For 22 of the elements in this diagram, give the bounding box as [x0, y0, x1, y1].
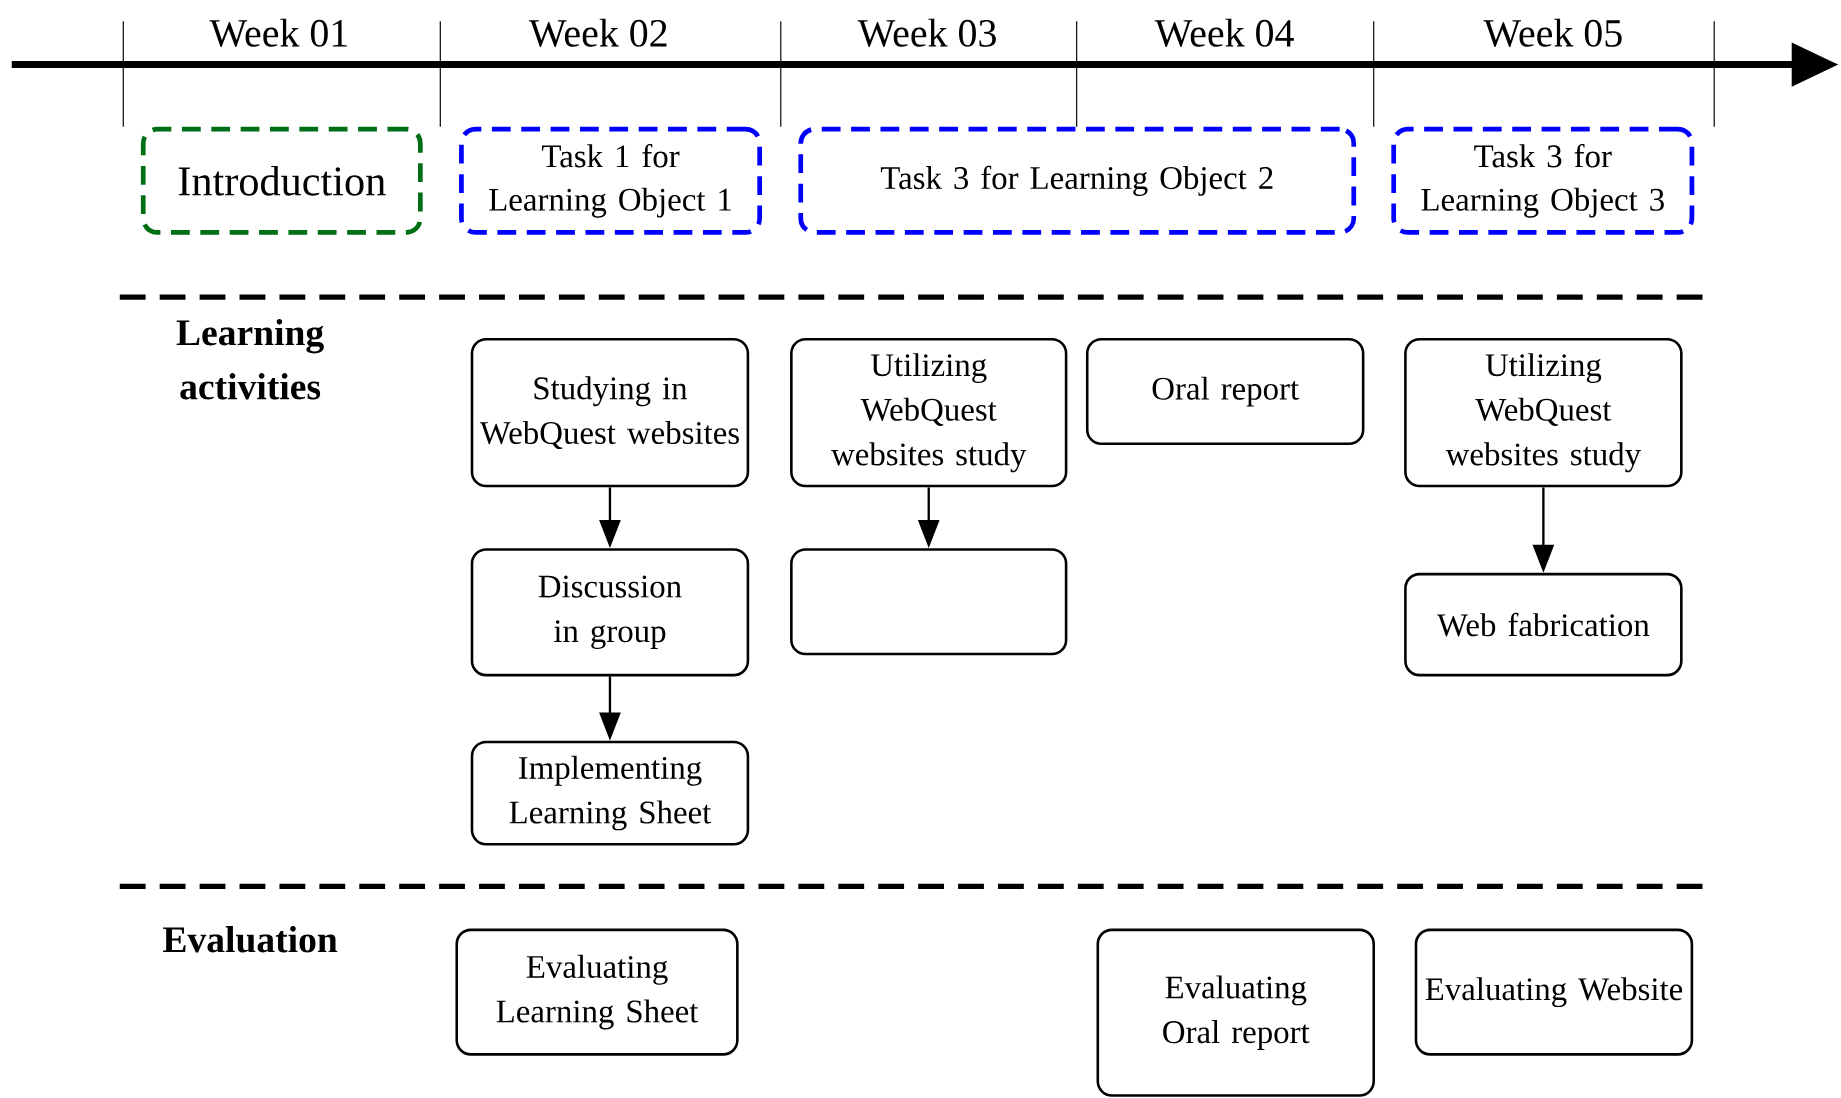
week-label: Week 04: [1154, 18, 1294, 48]
activity-box: Utilizing WebQuest websites study: [790, 338, 1068, 488]
activity-box: Oral report: [1085, 338, 1365, 446]
week-label: Week 01: [209, 18, 347, 48]
activity-box: Implementing Learning Sheet: [470, 740, 750, 846]
activity-box: [790, 548, 1068, 656]
week-label: Week 02: [528, 18, 667, 48]
dashed-box: Task 1 for Learning Object 1: [459, 126, 762, 235]
section-heading: Evaluation: [163, 926, 338, 953]
activity-box: Studying in WebQuest websites: [470, 338, 750, 488]
activity-box: Evaluating Learning Sheet: [455, 928, 739, 1056]
week-label: Week 03: [857, 18, 996, 48]
section-heading: Learning activities: [176, 319, 324, 400]
activity-box: Web fabrication: [1404, 572, 1683, 677]
activity-box: Evaluating Website: [1414, 928, 1694, 1056]
activity-box: Discussion in group: [470, 548, 750, 677]
week-label: Week 05: [1483, 18, 1622, 48]
activity-box: Utilizing WebQuest websites study: [1404, 338, 1683, 488]
dashed-box: Task 3 for Learning Object 2: [798, 126, 1357, 235]
activity-box: Evaluating Oral report: [1096, 928, 1375, 1097]
dashed-box: Task 3 for Learning Object 3: [1391, 126, 1695, 235]
dashed-box: Introduction: [140, 126, 423, 235]
